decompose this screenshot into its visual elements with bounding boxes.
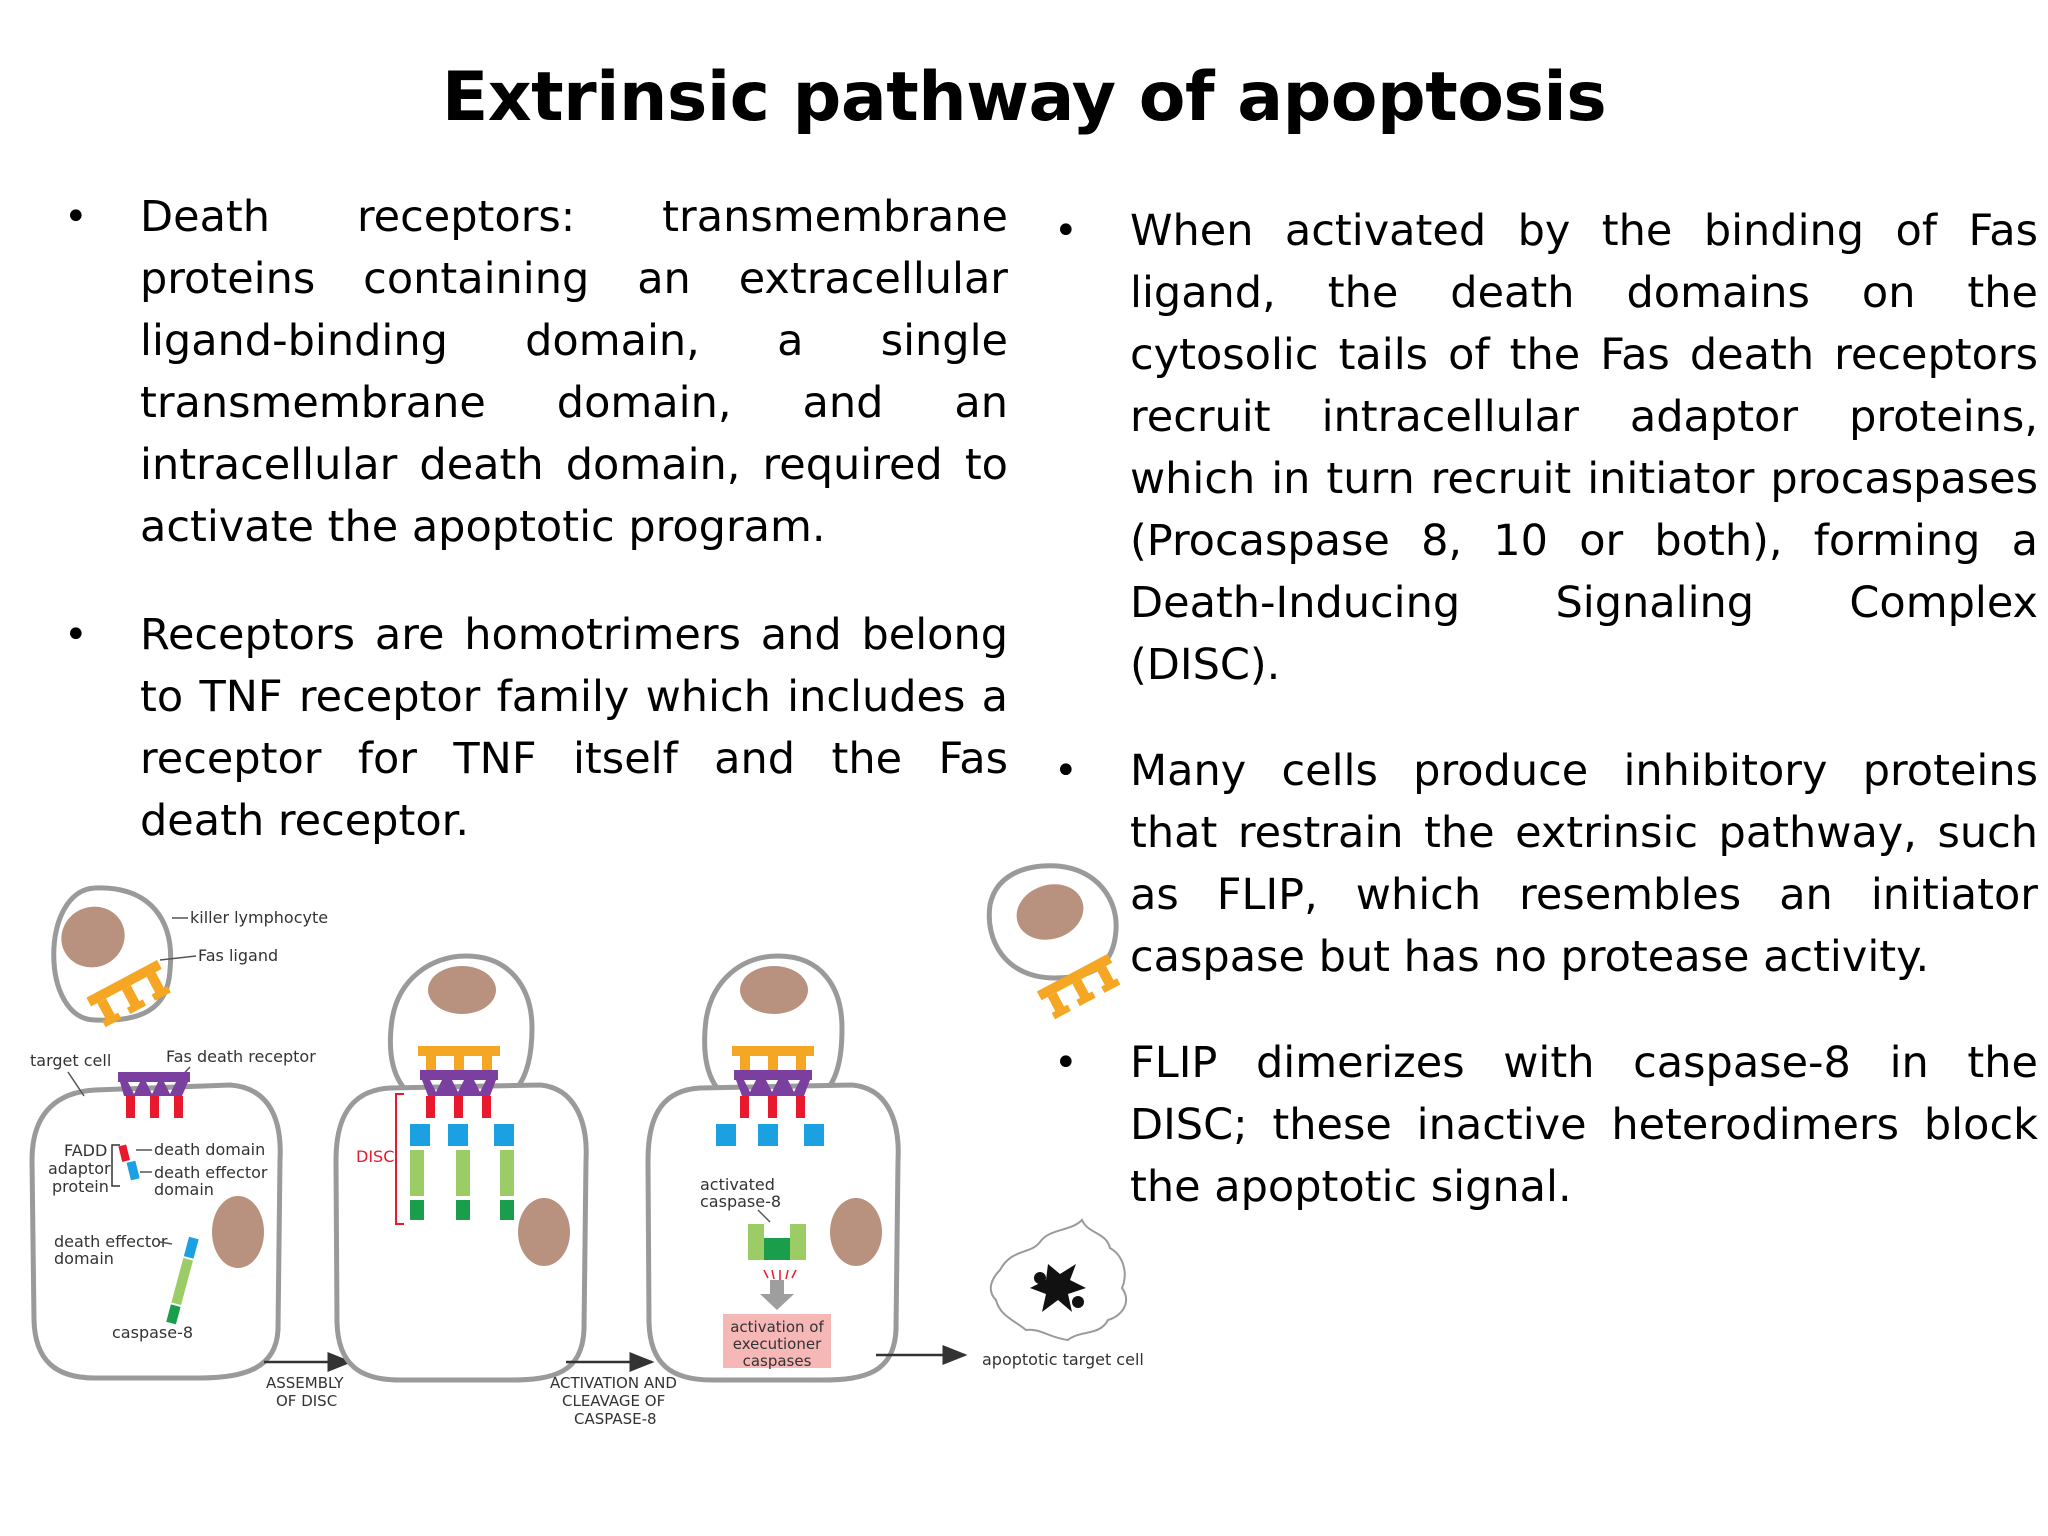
page-title: Extrinsic pathway of apoptosis: [441, 58, 1607, 137]
step-assembly: ASSEMBLY: [266, 1374, 344, 1392]
disc-bracket: [395, 1093, 404, 1225]
right-bullet-list: When activated by the binding of Fas lig…: [1054, 200, 2038, 1262]
label-fas-death-receptor: Fas death receptor: [166, 1047, 316, 1066]
step-activation: ACTIVATION AND: [550, 1374, 677, 1392]
target-cell-3: [645, 1082, 901, 1383]
fas-ligand-bound-2: [418, 1046, 500, 1070]
label-death-effector-domain: death effector: [154, 1163, 268, 1182]
label-fadd-protein: protein: [52, 1177, 109, 1196]
procaspase-8: [166, 1236, 199, 1325]
label-killer-lymphocyte: killer lymphocyte: [190, 908, 328, 927]
bullet-homotrimers: Receptors are homotrimers and belong to …: [64, 604, 1008, 852]
fadd-bracket: [111, 1144, 120, 1187]
label-fas-ligand: Fas ligand: [198, 946, 278, 965]
label-apoptotic-target-cell: apoptotic target cell: [982, 1350, 1144, 1369]
lymphocyte-nucleus-2: [428, 966, 496, 1014]
activation-box: [723, 1314, 831, 1368]
target-cell-2: [333, 1082, 589, 1383]
fas-ligand-bound-3: [732, 1046, 814, 1070]
label-death-effector-domain-2: domain: [154, 1180, 214, 1199]
bullet-flip-dimerizes: FLIP dimerizes with caspase-8 in the DIS…: [1054, 1032, 2038, 1218]
panel-3: activated caspase-8 activation of execut…: [645, 953, 901, 1383]
fas-receptor-trimer-1: [118, 1072, 190, 1118]
disc-residual: [716, 1124, 824, 1146]
disc-complex: [410, 1124, 514, 1220]
label-disc: DISC: [356, 1147, 394, 1166]
label-executioner: executioner: [733, 1335, 822, 1353]
target-nucleus-3: [830, 1198, 882, 1266]
step-activation-3: CASPASE-8: [574, 1410, 657, 1428]
step-assembly-2: OF DISC: [276, 1392, 337, 1410]
down-arrow: [760, 1280, 794, 1310]
bullet-death-receptors: Death receptors: transmembrane proteins …: [64, 186, 1008, 558]
label-fadd: FADD: [64, 1141, 107, 1160]
label-activated-caspase: caspase-8: [700, 1192, 781, 1211]
label-target-cell: target cell: [30, 1051, 111, 1070]
label-caspases: caspases: [743, 1352, 812, 1370]
panel-2: DISC: [333, 953, 589, 1383]
detached-lymphocyte: [986, 863, 1121, 1020]
label-caspase-8: caspase-8: [112, 1323, 193, 1342]
label-activated: activated: [700, 1175, 775, 1194]
label-activation-of: activation of: [730, 1318, 824, 1336]
label-caspase-effector-domain: death effector: [54, 1232, 168, 1251]
lymphocyte-nucleus: [61, 906, 125, 968]
fadd-adaptor-protein: [118, 1144, 140, 1181]
label-caspase-effector-domain-2: domain: [54, 1249, 114, 1268]
activated-caspase-8: [748, 1224, 806, 1260]
panel-1: killer lymphocyte Fas ligand target cell…: [29, 885, 328, 1381]
bullet-inhibitory-proteins: Many cells produce inhibitory proteins t…: [1054, 740, 2038, 988]
step-activation-2: CLEAVAGE OF: [562, 1392, 665, 1410]
fas-receptor-trimer-2: [420, 1070, 498, 1118]
fas-ligand-icon: [86, 960, 171, 1028]
label-death-domain: death domain: [154, 1140, 265, 1159]
apoptotic-target-cell: [989, 1218, 1127, 1342]
lymphocyte-nucleus-3: [740, 966, 808, 1014]
bullet-fas-activation: When activated by the binding of Fas lig…: [1054, 200, 2038, 696]
target-nucleus-2: [518, 1198, 570, 1266]
extrinsic-pathway-diagram: killer lymphocyte Fas ligand target cell…: [29, 863, 1144, 1428]
label-fadd-adaptor: adaptor: [48, 1159, 111, 1178]
fas-receptor-trimer-3: [734, 1070, 812, 1118]
target-cell-1: [29, 1082, 283, 1381]
activation-burst: [763, 1269, 797, 1280]
target-nucleus-1: [212, 1196, 264, 1268]
left-bullet-list: Death receptors: transmembrane proteins …: [64, 186, 1008, 898]
